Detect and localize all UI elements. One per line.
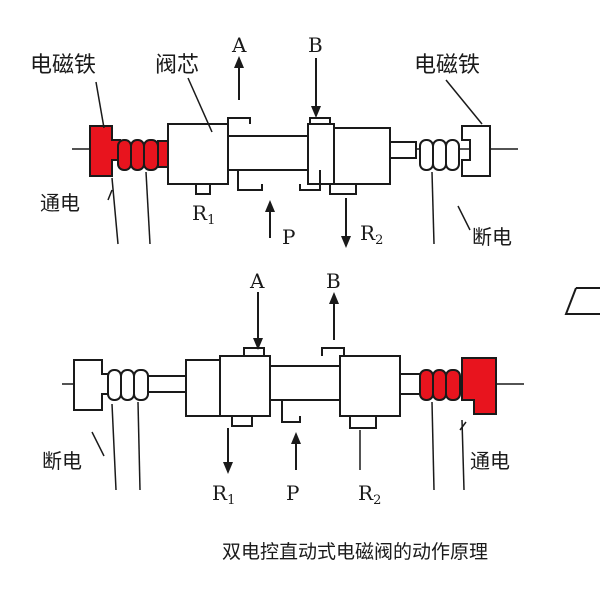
bottom-left-lead-3 — [91, 431, 105, 457]
bottom-port-r2: R2 — [358, 481, 381, 508]
bottom-port-p: P — [286, 481, 299, 505]
bottom-port-b: B — [326, 269, 341, 293]
bottom-arrowhead-a — [253, 338, 263, 350]
top-left-lead-2 — [145, 171, 151, 245]
bottom-arrowhead-b — [329, 292, 339, 304]
bottom-left-lead-2 — [137, 401, 141, 491]
top-port-r2: R2 — [360, 221, 383, 248]
top-port-r1: R1 — [192, 201, 215, 228]
top-left-state: 通电 — [40, 191, 80, 215]
top-left-lead-1 — [111, 177, 119, 245]
bottom-valve-body — [185, 347, 423, 429]
top-arrowhead-p — [265, 200, 275, 212]
top-left-magnet — [89, 125, 169, 177]
bottom-valve: A B P R1 R2 断电 通电 — [42, 269, 524, 508]
top-right-magnet-label: 电磁铁 — [414, 53, 480, 78]
top-right-lead-1 — [431, 171, 435, 245]
bottom-arrowhead-p — [291, 432, 301, 444]
top-port-p: P — [282, 225, 295, 249]
bottom-right-state: 通电 — [470, 449, 510, 473]
bottom-right-lead-2 — [461, 419, 465, 491]
top-arrowhead-b — [311, 106, 321, 118]
edge-parallelogram — [564, 287, 600, 315]
top-arrowhead-r2 — [341, 236, 351, 248]
bottom-right-magnet — [419, 357, 497, 415]
bottom-left-lead-1 — [111, 403, 117, 491]
top-port-a: A — [231, 33, 247, 57]
top-left-magnet-leader — [95, 81, 105, 129]
top-right-lead-2 — [457, 205, 471, 231]
top-left-state-tick — [107, 189, 113, 201]
bottom-port-r1: R1 — [212, 481, 235, 508]
top-port-b: B — [308, 33, 323, 57]
top-right-magnet — [419, 125, 491, 177]
top-spool-label: 阀芯 — [155, 53, 199, 78]
top-arrowhead-a — [234, 56, 244, 68]
bottom-arrowhead-r1 — [223, 462, 233, 474]
top-left-magnet-label: 电磁铁 — [30, 53, 96, 78]
bottom-right-state-tick — [459, 421, 467, 431]
top-right-magnet-leader — [445, 79, 483, 125]
top-valve-body — [167, 117, 417, 195]
top-right-state: 断电 — [472, 225, 512, 249]
bottom-left-magnet — [73, 359, 187, 411]
top-spool-leader — [187, 77, 213, 133]
bottom-port-a: A — [249, 269, 265, 293]
bottom-left-state: 断电 — [42, 449, 82, 473]
bottom-right-lead-1 — [431, 401, 435, 491]
top-valve: 电磁铁 阀芯 电磁铁 A B P R1 R2 通电 断电 — [30, 33, 518, 249]
figure-caption: 双电控直动式电磁阀的动作原理 — [222, 541, 488, 563]
